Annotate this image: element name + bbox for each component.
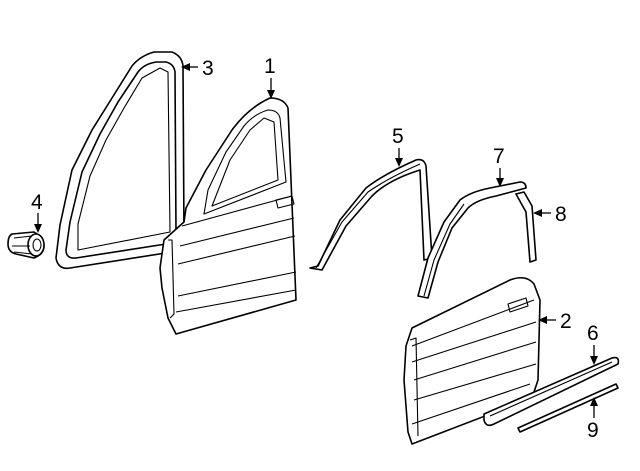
- callout-7: 7: [493, 145, 505, 168]
- part-1-front-door: [159, 97, 297, 335]
- callout-8: 8: [555, 203, 567, 226]
- part-3-weatherstrip: [55, 51, 185, 270]
- part-7-window-channel: [417, 181, 527, 299]
- callout-9: 9: [587, 419, 599, 442]
- callout-3: 3: [202, 57, 214, 80]
- part-6-moulding: [483, 356, 620, 427]
- part-2-rear-door: [403, 276, 541, 445]
- part-5-window-channel: [309, 158, 433, 271]
- callout-leaders: [34, 63, 598, 418]
- part-4-bumper: [7, 231, 45, 259]
- part-8-division-channel: [515, 191, 537, 263]
- callout-6: 6: [587, 322, 599, 345]
- callout-4: 4: [31, 191, 43, 214]
- callout-1: 1: [264, 55, 276, 78]
- part-9-strip: [517, 383, 619, 433]
- callout-2: 2: [560, 310, 572, 333]
- callout-5: 5: [392, 125, 404, 148]
